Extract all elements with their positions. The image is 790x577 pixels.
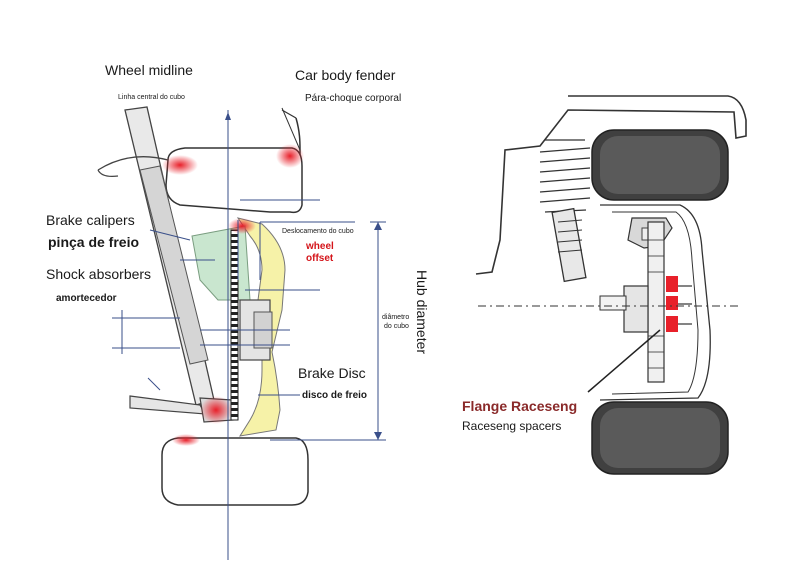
hub-diameter-pt-label-line1: diâmetro [382,314,410,321]
brake-disc-label: Brake Disc [298,365,366,381]
upper-tire [165,147,303,214]
lower-arm [129,395,207,415]
right-wheel-rim [599,204,711,401]
brake-disc-pt-label: disco de freio [302,390,368,401]
wheel-offset-label-line1: wheel [306,241,334,252]
right-brake-disc [647,221,665,383]
hub-diameter-label: Hub diameter [414,270,430,355]
brake-calipers-label: Brake calipers [46,212,135,228]
wheel-offset-label-line2: offset [306,253,334,264]
offset-highlight [228,218,256,234]
lower-tire [161,437,309,506]
spacers-label: Raceseng spacers [462,419,562,433]
wheel-midline-pt-label: Linha central do cubo [118,94,185,101]
lower-tire-highlight [172,434,200,446]
lower-joint-highlight [200,396,232,424]
wheel-midline-label: Wheel midline [105,62,193,78]
spacer-top [666,276,678,292]
hub-diameter-pt-label-line2: do cubo [384,323,409,330]
car-body-fender-pt-label: Pára-choque corporal [305,93,402,104]
brake-disc [230,229,239,421]
flange-label: Flange Raceseng [462,398,578,414]
brake-caliper [191,225,251,301]
flange-leader [587,329,661,393]
shock-absorbers-label: Shock absorbers [46,266,152,282]
guide-lines [112,110,386,560]
brake-calipers-pt-label: pinça de freio [48,234,140,250]
car-body-fender-label: Car body fender [295,67,396,83]
car-body-outline [475,95,747,275]
upper-arm-highlight [162,155,198,175]
shock-body [551,207,587,283]
shock-absorbers-pt-label: amortecedor [56,293,117,304]
hub-offset-pt-label: Deslocamento do cubo [282,228,354,235]
right-hub [623,285,649,333]
spacer-middle [666,296,678,310]
coil-spring [539,139,591,213]
fender-highlight [276,144,304,168]
spacer-bottom [666,316,678,332]
